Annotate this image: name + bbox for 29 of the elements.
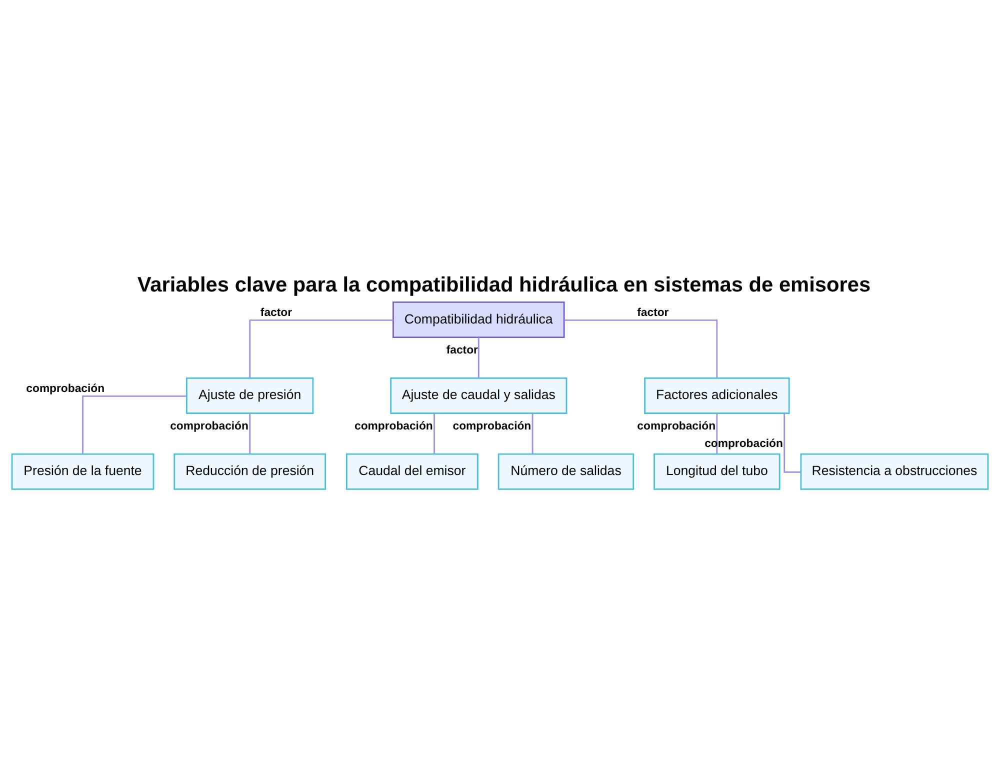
- edge-label: factor: [260, 306, 292, 319]
- connector: [249, 319, 394, 378]
- connector: [434, 412, 435, 454]
- node-box: Ajuste de presión: [186, 376, 314, 414]
- node-box: Ajuste de caudal y salidas: [390, 376, 568, 414]
- edge-label: comprobación: [354, 420, 433, 432]
- diagram-title: Variables clave para la compatibilidad hidráulica en sistemas de emisores: [137, 272, 871, 296]
- node-box: Reducción de presión: [174, 452, 326, 490]
- connector: [784, 412, 801, 472]
- node-box: Compatibilidad hidráulica: [392, 300, 565, 338]
- connector: [564, 319, 718, 378]
- node-box: Longitud del tubo: [654, 452, 780, 490]
- connector: [478, 336, 480, 378]
- edge-label: comprobación: [26, 382, 105, 394]
- connector: [249, 412, 251, 454]
- edge-label: comprobación: [170, 420, 248, 432]
- connector: [532, 412, 534, 454]
- node-box: Factores adicionales: [644, 376, 790, 414]
- edge-label: comprobación: [637, 420, 716, 432]
- edge-label: factor: [637, 306, 669, 319]
- edge-label: comprobación: [704, 437, 783, 450]
- connector: [82, 394, 187, 454]
- edge-label: factor: [446, 344, 478, 356]
- connector: [716, 412, 718, 454]
- node-box: Presión de la fuente: [11, 452, 154, 490]
- node-box: Caudal del emisor: [346, 452, 478, 490]
- node-box: Resistencia a obstrucciones: [800, 452, 989, 490]
- node-box: Número de salidas: [498, 452, 634, 490]
- edge-label: comprobación: [452, 420, 532, 432]
